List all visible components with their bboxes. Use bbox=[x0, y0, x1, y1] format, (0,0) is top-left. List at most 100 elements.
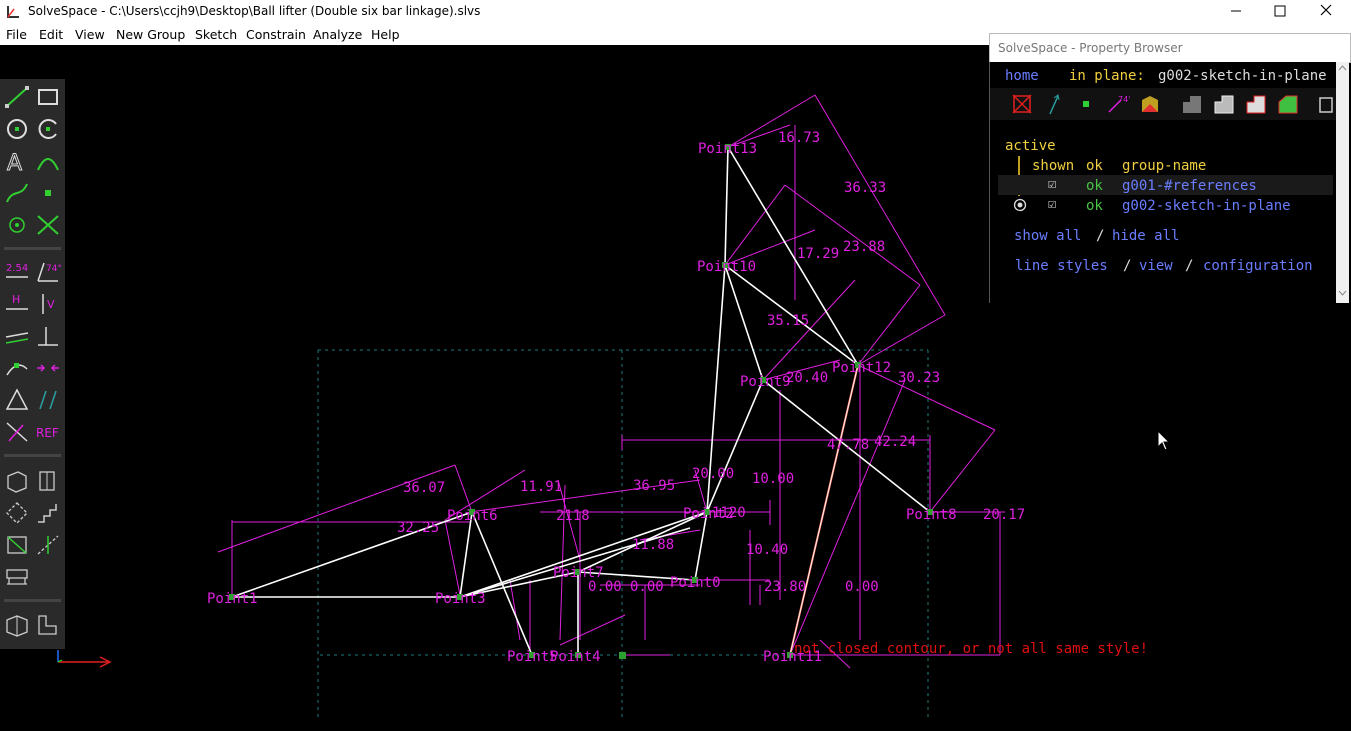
perpendicular-constraint-icon[interactable] bbox=[34, 323, 62, 349]
menu-constrain[interactable]: Constrain bbox=[246, 27, 306, 42]
configuration-link[interactable]: configuration bbox=[1203, 258, 1313, 274]
group-name-link[interactable]: g001-#references bbox=[1122, 178, 1257, 194]
close-button[interactable] bbox=[1303, 0, 1349, 23]
point-label: Point7 bbox=[553, 565, 604, 581]
show-faces-icon[interactable] bbox=[1138, 92, 1162, 116]
show-mesh-icon[interactable] bbox=[1276, 92, 1300, 116]
show-all-link[interactable]: show all bbox=[1014, 228, 1082, 244]
menu-edit[interactable]: Edit bbox=[39, 27, 64, 42]
view-link[interactable]: view bbox=[1139, 258, 1173, 274]
property-browser-scrollbar[interactable] bbox=[1336, 62, 1349, 303]
minimize-button[interactable] bbox=[1213, 0, 1259, 23]
maximize-button[interactable] bbox=[1258, 0, 1304, 23]
circle-tool-icon[interactable] bbox=[3, 116, 31, 142]
midpoint-constraint-icon[interactable] bbox=[34, 355, 62, 381]
arc-tool-icon[interactable] bbox=[34, 116, 62, 142]
split-curves-icon[interactable] bbox=[34, 212, 62, 238]
sketch-toolbar: A 2.54 74° H V REF bbox=[0, 79, 65, 649]
group-name-link[interactable]: g002-sketch-in-plane bbox=[1122, 198, 1291, 214]
dimension-label: 16.73 bbox=[778, 130, 820, 146]
reference-toggle-icon[interactable]: REF bbox=[34, 419, 62, 445]
show-constraints-icon[interactable]: 74° bbox=[1106, 92, 1130, 116]
step-translating-icon[interactable] bbox=[34, 500, 62, 526]
tangent-arc-tool-icon[interactable] bbox=[34, 148, 62, 174]
point-tool-icon[interactable] bbox=[34, 180, 62, 206]
symmetric-constraint-icon[interactable] bbox=[3, 387, 31, 413]
group-shown-checkbox[interactable]: ☑ bbox=[1048, 176, 1057, 192]
point-label: Point1 bbox=[207, 591, 258, 607]
dimension-label: 35.15 bbox=[767, 313, 809, 329]
menu-view[interactable]: View bbox=[75, 27, 105, 42]
point-label: Point8 bbox=[906, 507, 957, 523]
solid-view-icon[interactable] bbox=[3, 612, 31, 638]
menu-analyze[interactable]: Analyze bbox=[313, 27, 363, 42]
in-plane-label: in plane: bbox=[1069, 68, 1145, 84]
active-label: active bbox=[1005, 138, 1056, 154]
dimension-label: 1120 bbox=[712, 505, 746, 521]
group-row[interactable]: ☑ ok g002-sketch-in-plane bbox=[998, 195, 1333, 215]
parallel-constraint-icon[interactable] bbox=[3, 323, 31, 349]
minimize-icon bbox=[1231, 10, 1241, 12]
property-browser-content: home in plane: g002-sketch-in-plane 74° … bbox=[989, 62, 1337, 303]
show-workplanes-icon[interactable] bbox=[1010, 92, 1034, 116]
menu-sketch[interactable]: Sketch bbox=[195, 27, 238, 42]
rectangle-tool-icon[interactable] bbox=[34, 84, 62, 110]
dimension-label: 42.24 bbox=[874, 434, 916, 450]
header-ok: ok bbox=[1086, 158, 1103, 174]
menu-help[interactable]: Help bbox=[371, 27, 400, 42]
in-plane-value: g002-sketch-in-plane bbox=[1158, 68, 1327, 84]
show-points-icon[interactable] bbox=[1074, 92, 1098, 116]
show-normals-icon[interactable] bbox=[1042, 92, 1066, 116]
svg-text:74°: 74° bbox=[46, 264, 62, 274]
menu-file[interactable]: File bbox=[6, 27, 27, 42]
step-rotating-icon[interactable] bbox=[3, 500, 31, 526]
distance-constraint-icon[interactable]: 2.54 bbox=[3, 259, 31, 285]
point-on-entity-constraint-icon[interactable] bbox=[3, 355, 31, 381]
horizontal-constraint-icon[interactable]: H bbox=[3, 291, 31, 317]
sketch-points bbox=[229, 144, 933, 659]
svg-text:REF: REF bbox=[36, 426, 59, 440]
point-label: Point9 bbox=[740, 374, 791, 390]
new-workplane-icon[interactable] bbox=[34, 468, 62, 494]
hide-all-link[interactable]: hide all bbox=[1112, 228, 1180, 244]
scrollbar-arrows-icon bbox=[1338, 65, 1347, 296]
dimension-label: 36.07 bbox=[403, 480, 445, 496]
line-styles-link[interactable]: line styles bbox=[1015, 258, 1108, 274]
group-shown-checkbox[interactable]: ☑ bbox=[1048, 196, 1057, 212]
point-label: Point10 bbox=[697, 259, 756, 275]
spline-tool-icon[interactable] bbox=[3, 180, 31, 206]
link-import-icon[interactable] bbox=[3, 564, 31, 590]
point-label: Point3 bbox=[435, 591, 486, 607]
constraint-lines bbox=[217, 94, 1005, 669]
show-hidden-lines-icon[interactable] bbox=[1316, 92, 1336, 116]
show-outlines-icon[interactable] bbox=[1244, 92, 1268, 116]
home-link[interactable]: home bbox=[1005, 68, 1039, 84]
maximize-icon bbox=[1274, 5, 1286, 17]
line-tool-icon[interactable] bbox=[3, 84, 31, 110]
window-titlebar: SolveSpace - C:\Users\ccjh9\Desktop\Ball… bbox=[0, 0, 1351, 23]
show-shaded-icon[interactable] bbox=[1180, 92, 1204, 116]
vertical-constraint-icon[interactable]: V bbox=[34, 291, 62, 317]
extrude-icon[interactable] bbox=[3, 532, 31, 558]
svg-text:V: V bbox=[47, 298, 55, 311]
construction-toggle-icon[interactable] bbox=[3, 419, 31, 445]
workplane-tool-icon[interactable] bbox=[3, 212, 31, 238]
menu-new-group[interactable]: New Group bbox=[116, 27, 186, 42]
text-tool-icon[interactable]: A bbox=[3, 148, 31, 175]
solvespace-app-icon bbox=[7, 6, 19, 18]
show-edges-icon[interactable] bbox=[1212, 92, 1236, 116]
same-orientation-icon[interactable] bbox=[34, 387, 62, 413]
sketch-3d-icon[interactable] bbox=[3, 468, 31, 494]
dimension-label: 11.88 bbox=[632, 537, 674, 553]
hidden-lines-icon[interactable] bbox=[34, 612, 62, 638]
angle-constraint-icon[interactable]: 74° bbox=[34, 259, 62, 285]
dimension-label: 10.40 bbox=[746, 542, 788, 558]
active-group-radio-icon[interactable] bbox=[1013, 198, 1027, 212]
property-browser-window: SolveSpace - Property Browser home in pl… bbox=[989, 33, 1351, 303]
group-row[interactable]: ☑ ok g001-#references bbox=[998, 175, 1333, 195]
dimension-label: 23.88 bbox=[843, 239, 885, 255]
lathe-icon[interactable] bbox=[34, 532, 62, 558]
point-label: Point12 bbox=[832, 360, 891, 376]
sketch-drawing: Point13 Point10 Point9 Point12 Point6 Po… bbox=[57, 94, 1148, 720]
dimension-label: 0.00 bbox=[845, 579, 879, 595]
